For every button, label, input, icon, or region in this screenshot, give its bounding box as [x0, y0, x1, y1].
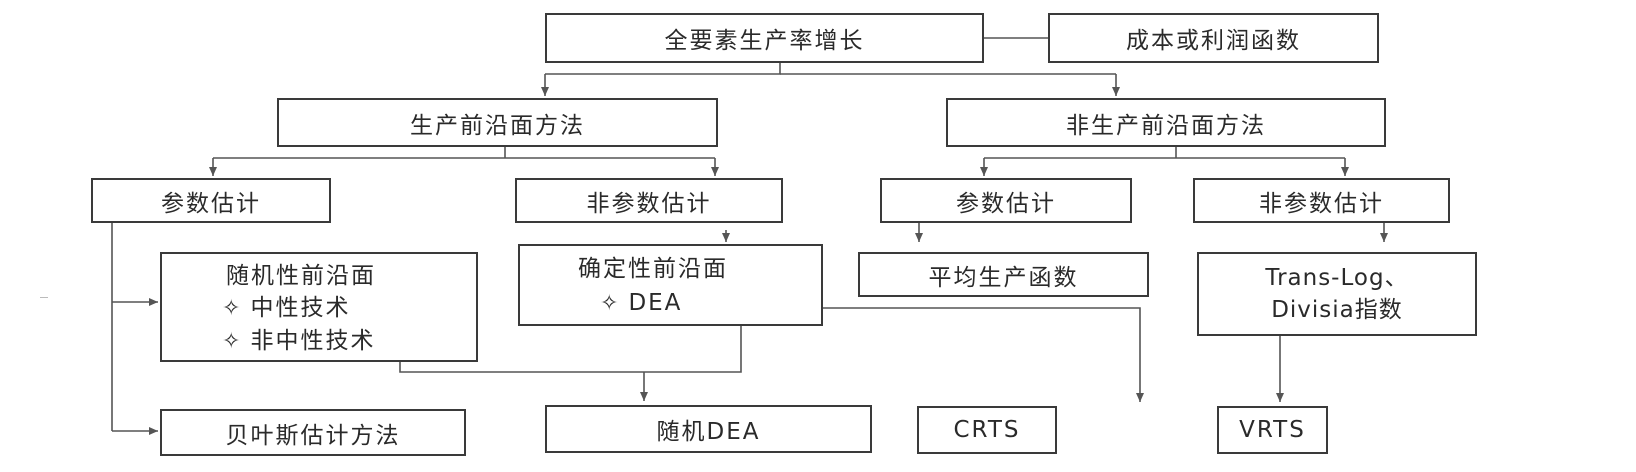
deterministic-frontier-item: ✧ DEA: [600, 286, 682, 321]
node-stochastic-dea-label: 随机DEA: [656, 419, 761, 445]
deterministic-frontier-item-label: DEA: [628, 290, 683, 316]
translog-divisia-lines: Trans-Log、 Divisia指数: [1265, 262, 1408, 326]
node-bayesian-estimation-label: 贝叶斯估计方法: [225, 422, 401, 449]
stochastic-frontier-item: ✧ 中性技术: [222, 292, 350, 325]
node-crts: CRTS: [917, 406, 1057, 454]
node-left-nonparametric: 非参数估计: [515, 178, 783, 223]
node-translog-divisia: Trans-Log、 Divisia指数: [1197, 252, 1477, 336]
node-cost-profit-function: 成本或利润函数: [1048, 13, 1379, 63]
node-right-parametric-label: 参数估计: [956, 190, 1056, 217]
node-right-parametric: 参数估计: [880, 178, 1132, 223]
node-stochastic-frontier: 随机性前沿面 ✧ 中性技术 ✧ 非中性技术: [160, 252, 478, 362]
node-cost-profit-function-label: 成本或利润函数: [1126, 28, 1301, 54]
node-bayesian-estimation: 贝叶斯估计方法: [160, 409, 466, 456]
divisia-line: Divisia指数: [1271, 297, 1403, 323]
node-tfp-growth-label: 全要素生产率增长: [664, 28, 865, 54]
margin-tick: [40, 297, 48, 298]
translog-line: Trans-Log、: [1265, 265, 1409, 291]
deterministic-frontier-title: 确定性前沿面: [578, 256, 728, 282]
four-point-star-icon: ✧: [600, 291, 621, 316]
node-right-nonparametric-label: 非参数估计: [1259, 190, 1384, 217]
node-frontier-method: 生产前沿面方法: [277, 98, 718, 147]
stochastic-frontier-item-label: 非中性技术: [250, 328, 376, 354]
node-right-nonparametric: 非参数估计: [1193, 178, 1450, 223]
node-average-production-function: 平均生产函数: [858, 252, 1149, 297]
node-stochastic-dea: 随机DEA: [545, 405, 872, 453]
node-vrts: VRTS: [1217, 406, 1328, 454]
four-point-star-icon: ✧: [222, 296, 243, 321]
node-left-parametric-label: 参数估计: [161, 190, 261, 217]
node-tfp-growth: 全要素生产率增长: [545, 13, 984, 63]
node-average-production-function-label: 平均生产函数: [928, 264, 1079, 291]
stochastic-frontier-item-label: 中性技术: [250, 295, 351, 321]
node-crts-label: CRTS: [953, 417, 1021, 443]
four-point-star-icon: ✧: [222, 329, 243, 354]
link-tfp-methods: [545, 63, 781, 75]
stochastic-frontier-title: 随机性前沿面: [226, 263, 376, 289]
node-deterministic-frontier: 确定性前沿面 ✧ DEA: [518, 244, 823, 326]
node-non-frontier-method: 非生产前沿面方法: [946, 98, 1386, 147]
node-vrts-label: VRTS: [1239, 417, 1306, 443]
node-left-nonparametric-label: 非参数估计: [586, 190, 712, 217]
stochastic-frontier-item: ✧ 非中性技术: [222, 325, 375, 358]
node-left-parametric: 参数估计: [91, 178, 331, 223]
node-non-frontier-method-label: 非生产前沿面方法: [1066, 112, 1266, 139]
node-frontier-method-label: 生产前沿面方法: [410, 112, 585, 139]
